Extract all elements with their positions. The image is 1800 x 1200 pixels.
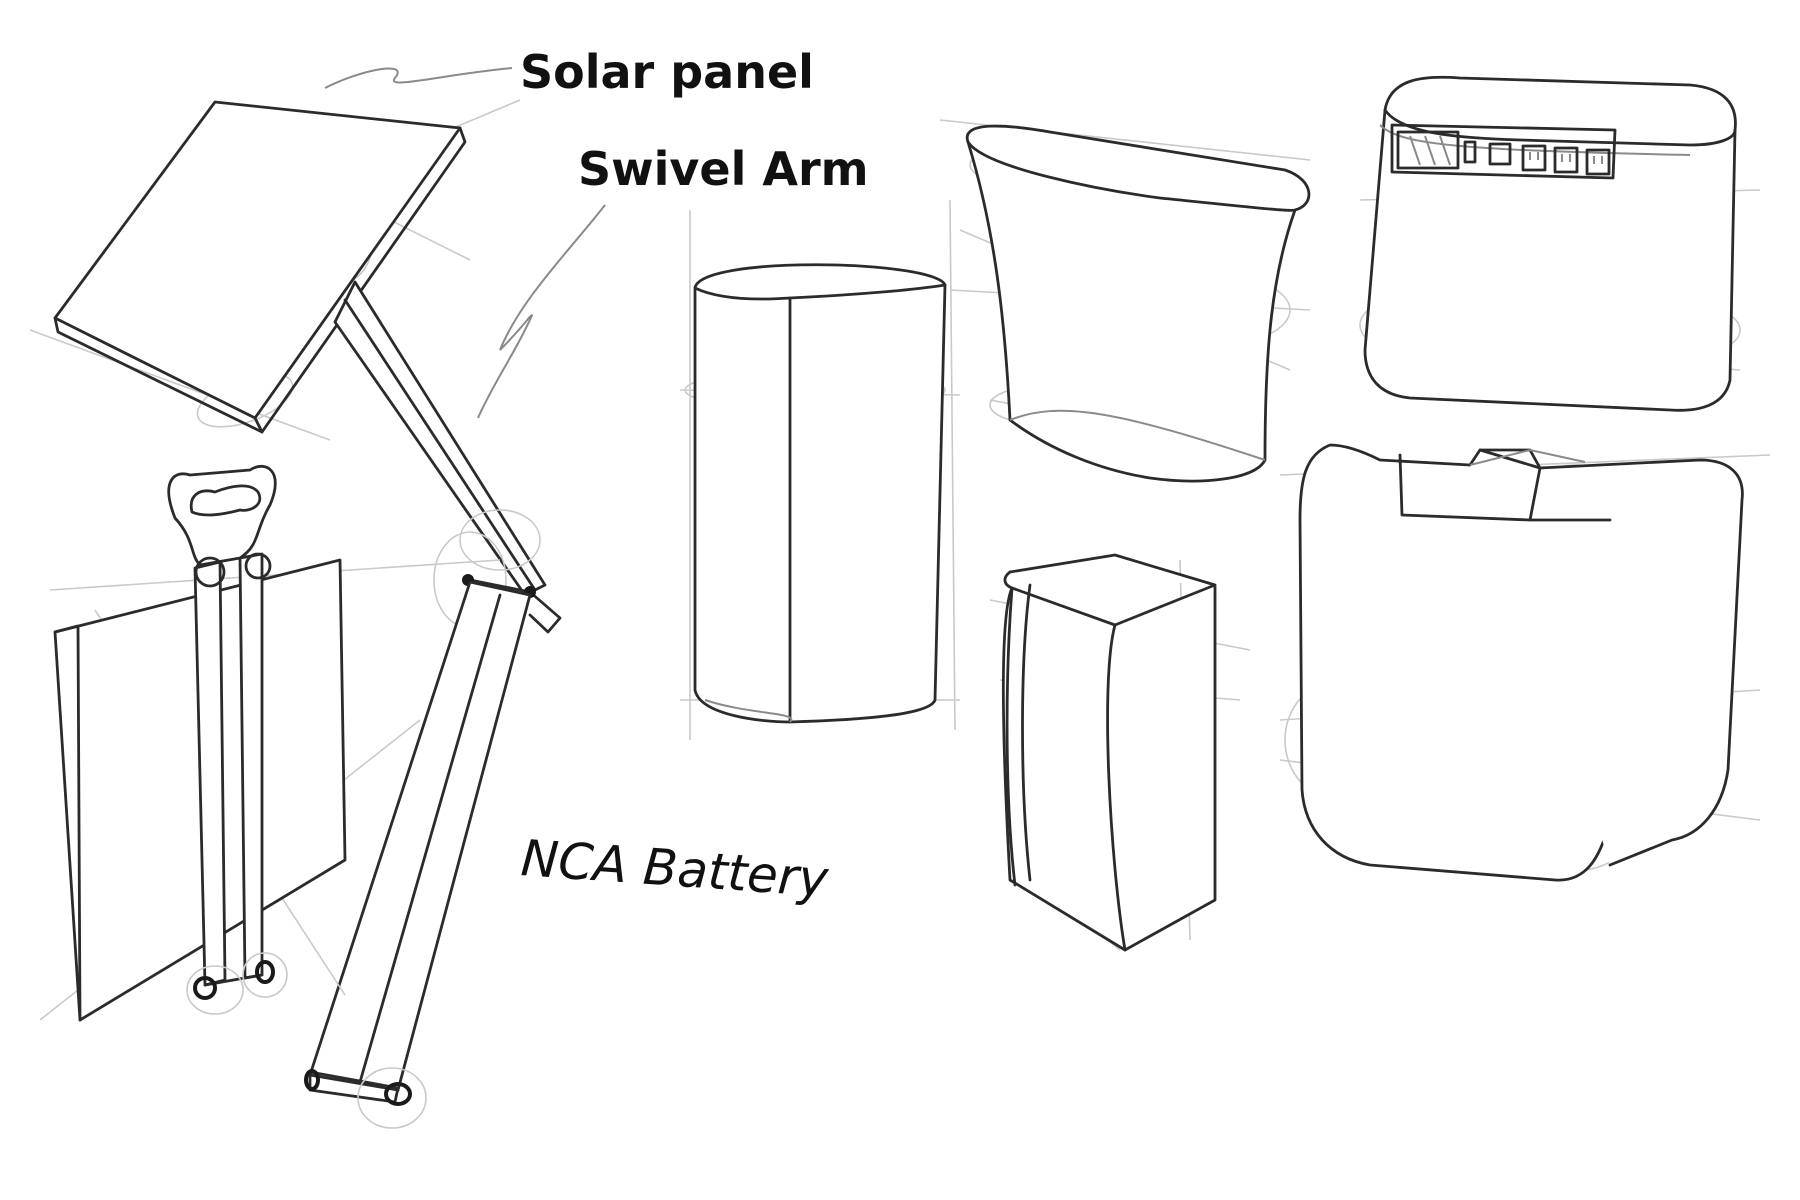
folded-panel-sketch (39, 464, 501, 1022)
compact-box-sketch (989, 553, 1251, 952)
solar-panel-leader-line (324, 67, 513, 89)
outlet-2-icon (1553, 146, 1579, 174)
solar-panel-sketch (29, 99, 521, 441)
port-station-sketch (1359, 75, 1761, 412)
power-switch-icon (1463, 140, 1477, 164)
usb-port-icon (1488, 142, 1512, 166)
swivel-arm-leader-line (477, 204, 606, 419)
outlet-3-icon (1585, 148, 1611, 176)
tall-cylinder-sketch (679, 199, 961, 740)
flared-container-sketch (939, 119, 1311, 483)
outlet-1-icon (1521, 144, 1547, 172)
battery-label: NCA Battery (519, 829, 831, 908)
battery-indicator-icon (1396, 130, 1460, 170)
solar-panel-label: Solar panel (520, 45, 814, 99)
swivel-arm-sketch (304, 280, 562, 1129)
swivel-arm-label: Swivel Arm (578, 142, 869, 196)
rounded-case-sketch (1279, 443, 1771, 882)
